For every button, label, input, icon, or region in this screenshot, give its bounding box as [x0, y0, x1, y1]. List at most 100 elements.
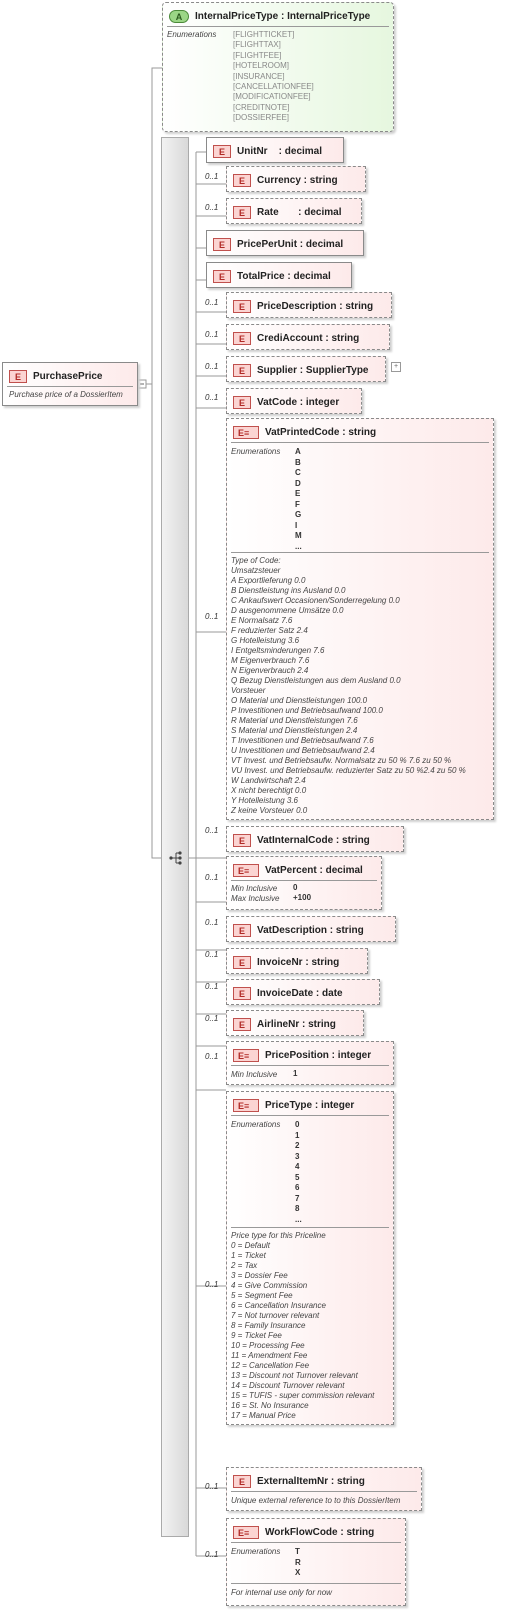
occurrence-label: 0..1: [205, 612, 219, 621]
occurrence-label: 0..1: [205, 918, 219, 927]
enum-value: ...: [295, 541, 302, 551]
element-name: CrediAccount : string: [257, 332, 360, 344]
enum-value: [FLIGHTFEE]: [233, 50, 282, 60]
sequence-compositor-bar: [161, 137, 189, 1537]
enum-value: [INSURANCE]: [233, 71, 285, 81]
element-name: PriceType : integer: [265, 1099, 355, 1111]
enum-value: ...: [295, 1214, 302, 1224]
root-element-name: PurchasePrice: [33, 370, 103, 382]
element-name: InvoiceDate : date: [257, 987, 343, 999]
enum-value: [CREDITNOTE]: [233, 102, 290, 112]
enum-value: G: [295, 510, 302, 519]
element-name: InvoiceNr : string: [257, 956, 340, 968]
element-name: VatPrintedCode : string: [265, 426, 377, 438]
enum-value: [CANCELLATIONFEE]: [233, 82, 314, 92]
element-name: VatDescription : string: [257, 924, 364, 936]
enum-value: I: [295, 520, 298, 530]
min-inclusive-label: Min Inclusive: [231, 1070, 278, 1079]
expand-icon[interactable]: +: [391, 362, 401, 372]
max-inclusive-label: Max Inclusive: [231, 894, 280, 903]
occurrence-label: 0..1: [205, 1052, 219, 1061]
enum-value: 0: [295, 1120, 300, 1129]
enum-value: 5: [295, 1172, 300, 1182]
enum-value: R: [295, 1557, 301, 1567]
element-name: AirlineNr : string: [257, 1018, 336, 1030]
occurrence-label: 0..1: [205, 1280, 219, 1289]
sequence-icon: [168, 850, 184, 866]
enum-value: C: [295, 468, 301, 477]
occurrence-label: 0..1: [205, 172, 219, 181]
element-name: PricePerUnit : decimal: [237, 238, 344, 250]
occurrence-label: 0..1: [205, 1014, 219, 1023]
occurrence-label: 0..1: [205, 1550, 219, 1559]
element-pricetype[interactable]: E≡PriceType : integer Enumerations 0 1 2…: [226, 1091, 394, 1425]
element-name: TotalPrice : decimal: [237, 270, 331, 282]
enum-value: 2: [295, 1141, 300, 1150]
enum-value: [FLIGHTTICKET]: [233, 30, 295, 39]
element-name: UnitNr : decimal: [237, 145, 323, 157]
enum-value: A: [295, 447, 301, 456]
element-name: VatPercent : decimal: [265, 864, 363, 876]
enum-value: T: [295, 1547, 300, 1556]
min-inclusive-label: Min Inclusive: [231, 884, 278, 893]
enum-value: [MODIFICATIONFEE]: [233, 92, 311, 102]
element-name: VatInternalCode : string: [257, 834, 370, 846]
enum-value: 4: [295, 1162, 300, 1171]
enum-value: 1: [295, 1130, 300, 1140]
element-name: ExternalItemNr : string: [257, 1475, 365, 1487]
max-inclusive-value: +100: [293, 893, 312, 902]
enumerations-label: Enumerations: [231, 447, 281, 456]
enum-value: 7: [295, 1193, 300, 1203]
element-name: Rate : decimal: [257, 206, 342, 218]
min-inclusive-value: 1: [293, 1069, 298, 1078]
enum-value: [HOTELROOM]: [233, 61, 290, 71]
element-name: Supplier : SupplierType: [257, 364, 369, 376]
enum-value: B: [295, 457, 301, 467]
enumerations-label: Enumerations: [231, 1120, 281, 1129]
attribute-name: InternalPriceType : InternalPriceType: [195, 10, 371, 22]
occurrence-label: 0..1: [205, 873, 219, 882]
element-vatprintedcode[interactable]: E≡VatPrintedCode : string Enumerations A…: [226, 418, 494, 820]
enumerations-label: Enumerations: [167, 30, 217, 39]
occurrence-label: 0..1: [205, 393, 219, 402]
occurrence-label: 0..1: [205, 1482, 219, 1491]
element-priceposition[interactable]: E≡PricePosition : integer Min Inclusive …: [226, 1041, 394, 1085]
occurrence-label: 0..1: [205, 826, 219, 835]
root-element-purchaseprice[interactable]: E PurchasePrice Purchase price of a Dossi…: [2, 362, 138, 406]
element-vatpercent[interactable]: E≡VatPercent : decimal Min Inclusive 0 M…: [226, 856, 382, 910]
enum-value: D: [295, 478, 301, 488]
element-documentation: Unique external reference to to this Dos…: [231, 1496, 401, 1505]
enumerations-label: Enumerations: [231, 1547, 281, 1556]
element-workflowcode[interactable]: E≡WorkFlowCode : string Enumerations T R…: [226, 1518, 406, 1606]
enum-value: E: [295, 489, 301, 498]
enum-value: [DOSSIERFEE]: [233, 113, 290, 123]
occurrence-label: 0..1: [205, 203, 219, 212]
element-badge: E: [9, 369, 27, 383]
min-inclusive-value: 0: [293, 883, 298, 892]
enum-value: X: [295, 1568, 301, 1577]
element-documentation: For internal use only for now: [231, 1588, 332, 1597]
element-name: PriceDescription : string: [257, 300, 374, 312]
element-name: VatCode : integer: [257, 396, 340, 408]
root-element-doc: Purchase price of a DossierItem: [9, 390, 123, 399]
occurrence-label: 0..1: [205, 982, 219, 991]
